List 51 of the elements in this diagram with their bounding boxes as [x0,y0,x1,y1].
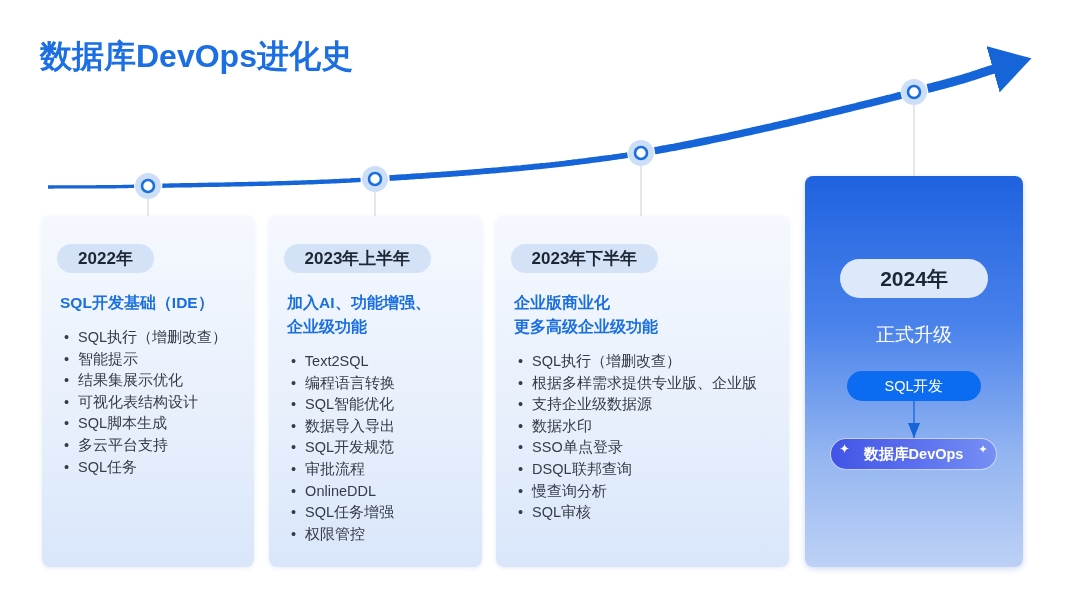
year-tag: 2023年上半年 [284,244,431,273]
timeline-card [269,216,482,567]
list-item: • SQL执行（增删改查） [64,328,228,347]
timeline-line [653,91,904,155]
list-item: • SQL执行（增删改查） [518,352,682,371]
card-heading: SQL开发基础（IDE） [60,293,214,313]
flow-arrow [908,400,920,439]
list-item: • 多云平台支持 [64,435,169,455]
card-heading: 更多高级企业级功能 [514,317,658,337]
list-item: • 智能提示 [64,349,139,369]
list-item: • SQL任务 [64,457,138,477]
list-item: • 编程语言转换 [291,373,396,393]
list-item: • 慢查询分析 [518,481,608,501]
year-tag: 2022年 [57,244,154,273]
list-item: • DSQL联邦查询 [518,459,632,479]
timeline-card [42,216,254,567]
list-item: • SQL智能优化 [291,395,395,415]
list-item: • 数据水印 [518,416,593,436]
list-item: • 结果集展示优化 [64,371,184,391]
timeline-card [496,216,789,567]
timeline-line [388,152,629,181]
list-item: • SQL任务增强 [291,503,395,523]
card-heading: 正式升级 [876,323,952,347]
timeline-dot [135,173,161,199]
list-item: • SQL脚本生成 [64,414,168,434]
list-item: • 权限管控 [291,524,366,544]
timeline-dot [362,166,388,192]
list-item: • 审批流程 [291,459,366,479]
list-item: • 根据多样需求提供专业版、企业版 [518,373,758,393]
list-item: • 支持企业级数据源 [518,395,653,415]
year-tag: 2023年下半年 [511,244,658,273]
timeline-dot [901,79,927,105]
list-item: • SQL开发规范 [291,438,395,458]
timeline-line [47,184,135,189]
timeline-dot [628,140,654,166]
pill-label: 数据库DevOps [863,445,964,463]
year-tag: 2024年 [840,259,988,298]
card-heading: 加入AI、功能增强、企业级功能 [287,293,432,337]
list-item: • SQL审核 [518,503,592,523]
page-title: 数据库DevOps进化史 [40,37,353,76]
timeline-arrow [924,46,1032,93]
list-item: • Text2SQL [291,352,369,371]
timeline-line [161,177,361,188]
card-heading: 企业版商业化 [514,293,610,313]
list-item: • 数据导入导出 [291,416,396,436]
highlight-pill [830,438,997,470]
list-item: • SSO单点登录 [518,438,623,458]
list-item: • OnlineDDL [291,481,377,501]
list-item: • 可视化表结构设计 [64,392,199,412]
stage-pill: SQL开发 [847,371,981,401]
highlight-card [805,176,1023,567]
